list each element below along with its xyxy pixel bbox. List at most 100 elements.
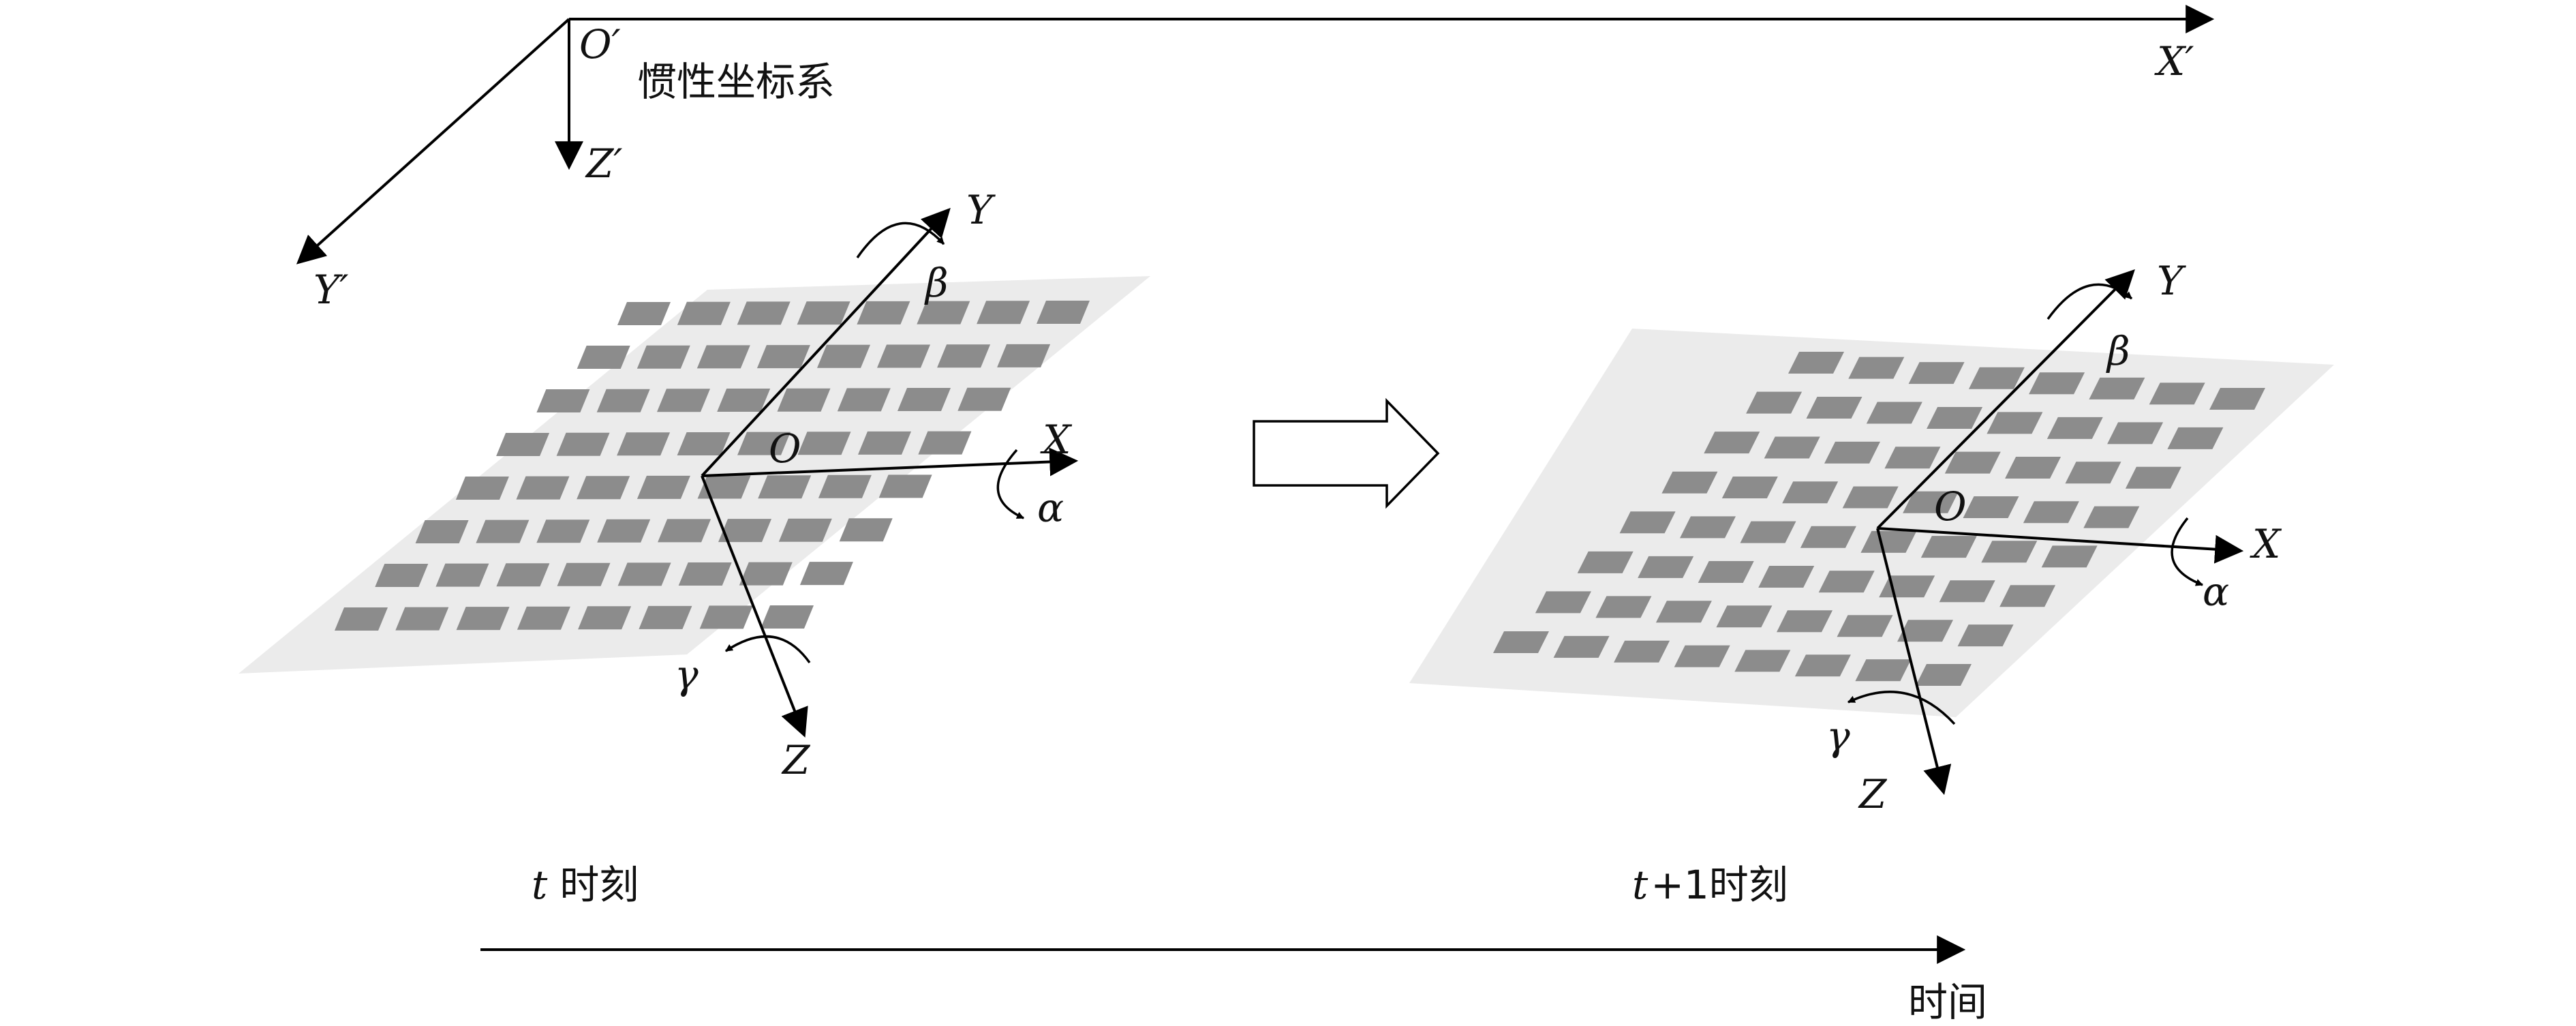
transition-arrow xyxy=(1253,397,1440,509)
inertial-z-label: Z′ xyxy=(585,140,622,187)
array-t-alpha-label: α xyxy=(1037,485,1064,531)
antenna-element xyxy=(1957,624,2014,647)
antenna-element xyxy=(797,301,850,325)
antenna-element xyxy=(516,476,570,500)
array-t-alpha-rotation xyxy=(996,449,1025,519)
antenna-element xyxy=(577,346,630,369)
antenna-element xyxy=(1963,496,2019,518)
array-t1-origin-label: O xyxy=(1934,483,1967,530)
array-t1-z-label: Z xyxy=(1858,771,1888,817)
array-t1-gamma-rotation xyxy=(1847,691,1956,725)
antenna-element xyxy=(1916,664,1972,686)
antenna-element xyxy=(1674,645,1730,667)
antenna-element xyxy=(2125,466,2181,489)
antenna-element xyxy=(1553,635,1610,658)
antenna-element xyxy=(1619,511,1676,534)
antenna-element xyxy=(556,432,610,456)
antenna-element xyxy=(957,387,1011,411)
antenna-element xyxy=(2209,388,2265,410)
antenna-element xyxy=(2089,377,2145,399)
array-t-z-axis xyxy=(701,475,808,738)
antenna-element xyxy=(658,519,711,543)
antenna-element xyxy=(1764,436,1820,459)
antenna-element xyxy=(1981,541,2038,563)
antenna-element xyxy=(697,475,751,499)
antenna-element xyxy=(718,519,771,543)
antenna-element xyxy=(637,345,690,369)
array-t1-x-label: X xyxy=(2250,521,2282,567)
antenna-element xyxy=(657,389,710,412)
antenna-element xyxy=(1037,301,1090,324)
antenna-element xyxy=(1535,591,1591,614)
array-t1-elements xyxy=(1493,352,2265,686)
antenna-element xyxy=(678,562,732,586)
antenna-element xyxy=(597,519,651,543)
antenna-element xyxy=(1999,585,2056,607)
antenna-element xyxy=(778,518,832,542)
array-at-t: Y β O X α γ Z xyxy=(239,187,1150,783)
antenna-element xyxy=(1698,561,1754,583)
antenna-element xyxy=(1908,362,1965,384)
antenna-element xyxy=(839,518,893,542)
antenna-element xyxy=(1860,530,1917,553)
antenna-element xyxy=(1777,610,1833,633)
antenna-element xyxy=(1782,481,1839,504)
array-t-x-axis xyxy=(701,447,1079,477)
antenna-element xyxy=(918,431,972,455)
inertial-y-axis xyxy=(296,18,570,265)
antenna-element xyxy=(997,344,1051,367)
array-t1-y-axis xyxy=(1876,269,2135,530)
antenna-element xyxy=(375,564,429,587)
antenna-element xyxy=(758,475,812,499)
antenna-element xyxy=(456,607,510,631)
antenna-element xyxy=(898,388,951,411)
array-t1-gamma-label: γ xyxy=(1826,713,1850,759)
antenna-element xyxy=(1837,615,1893,637)
antenna-element xyxy=(1939,580,1995,603)
array-t-elements xyxy=(335,301,1090,631)
antenna-element xyxy=(1638,556,1694,578)
antenna-element xyxy=(857,301,910,325)
antenna-element xyxy=(817,344,870,368)
antenna-element xyxy=(699,605,753,629)
antenna-element xyxy=(1614,640,1670,663)
antenna-element xyxy=(557,562,611,586)
antenna-element xyxy=(1577,551,1634,573)
antenna-element xyxy=(1842,486,1899,509)
antenna-element xyxy=(517,606,570,630)
array-t-x-label: X xyxy=(1040,417,1073,463)
antenna-element xyxy=(1704,432,1760,454)
antenna-element xyxy=(1595,596,1652,618)
array-at-t-plus-1: Y β O X α γ Z xyxy=(1409,258,2334,817)
inertial-origin-label: O′ xyxy=(579,21,621,67)
antenna-element xyxy=(877,344,930,368)
antenna-element xyxy=(917,301,970,325)
antenna-element xyxy=(455,477,509,500)
antenna-element xyxy=(617,562,671,586)
antenna-element xyxy=(1920,536,1977,558)
array-t-y-axis xyxy=(701,207,951,477)
antenna-element xyxy=(1884,447,1941,469)
antenna-element xyxy=(2029,372,2085,395)
antenna-element xyxy=(756,345,810,369)
antenna-element xyxy=(496,433,550,456)
antenna-element xyxy=(937,344,991,368)
antenna-element xyxy=(797,432,851,455)
array-t-gamma-rotation xyxy=(725,635,811,664)
antenna-element xyxy=(335,607,388,631)
antenna-element xyxy=(1721,477,1778,498)
antenna-element xyxy=(536,519,590,543)
antenna-element xyxy=(737,301,791,325)
antenna-element xyxy=(1740,521,1796,543)
antenna-element xyxy=(737,432,791,455)
antenna-element xyxy=(395,607,449,631)
antenna-element xyxy=(1661,471,1718,494)
antenna-element xyxy=(799,562,853,586)
array-t1-x-axis xyxy=(1877,527,2244,564)
antenna-element xyxy=(777,388,831,412)
antenna-element xyxy=(739,562,793,586)
antenna-element xyxy=(536,389,590,412)
antenna-element xyxy=(677,432,731,455)
antenna-element xyxy=(596,389,650,412)
